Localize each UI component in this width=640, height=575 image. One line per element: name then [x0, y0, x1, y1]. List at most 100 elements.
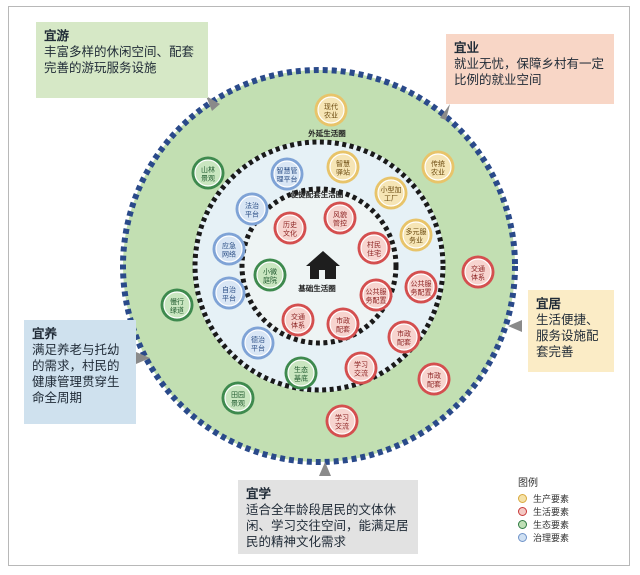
arrow-ye — [440, 104, 450, 120]
legend-dot-production — [518, 494, 527, 503]
legend: 图例 生产要素 生活要素 生态要素 治理要素 — [518, 474, 622, 544]
node-small-processing: 小型加工厂 — [374, 176, 408, 210]
node-face — [360, 234, 388, 262]
node-face — [390, 323, 418, 351]
node-face — [215, 235, 243, 263]
legend-item-ecology: 生态要素 — [518, 518, 622, 531]
callout-yixue-text: 适合全年龄段居民的文体休闲、学习交往空间，能满足居民的精神文化需求 — [246, 502, 409, 549]
node-municipal-facilities-3: 市政配套 — [417, 362, 451, 396]
node-transport-system-east: 交通体系 — [461, 255, 495, 289]
node-face — [464, 258, 492, 286]
node-face — [163, 291, 191, 319]
callout-yiyang: 宜养 满足养老与托幼的需求，村民的健康管理贯穿生命全周期 — [24, 320, 136, 424]
core-ring-border — [239, 186, 399, 346]
legend-title: 图例 — [518, 478, 538, 489]
node-face — [287, 359, 315, 387]
node-label: 智慧管理平台 — [277, 166, 298, 184]
node-municipal-facilities: 市政配套 — [326, 307, 360, 341]
node-face — [244, 329, 272, 357]
callout-yixue: 宜学 适合全年龄段居民的文体休闲、学习交往空间，能满足居民的精神文化需求 — [238, 480, 418, 554]
node-diversified-services: 多元服务业 — [399, 218, 433, 252]
node-label: 交通体系 — [471, 264, 485, 282]
node-emergency-network: 应急网络 — [212, 232, 246, 266]
node-face — [215, 279, 243, 307]
callout-arrows — [136, 96, 522, 476]
node-label: 生态基底 — [294, 365, 308, 383]
node-smart-station: 智慧驿站 — [326, 150, 360, 184]
node-label: 风貌管控 — [333, 210, 347, 228]
node-face — [362, 281, 390, 309]
node-label: 自治平台 — [222, 285, 236, 303]
callout-yixue-title: 宜学 — [246, 486, 272, 501]
home-icon — [306, 251, 340, 279]
node-face — [256, 261, 284, 289]
callout-yiye-title: 宜业 — [454, 40, 480, 55]
callout-yiyang-text: 满足养老与托幼的需求，村民的健康管理贯穿生命全周期 — [32, 342, 120, 405]
node-label: 法治平台 — [245, 201, 259, 219]
node-pastoral-landscape: 田园景观 — [221, 381, 255, 415]
node-face — [326, 204, 354, 232]
node-face — [329, 310, 357, 338]
node-public-services-2: 公共服务配置 — [404, 270, 438, 304]
arrow-ju — [508, 320, 522, 332]
node-label: 村民住宅 — [367, 240, 381, 258]
node-label: 山林景观 — [201, 165, 215, 183]
node-label: 小型加工厂 — [381, 185, 402, 203]
node-traditional-agriculture: 传统农业 — [421, 150, 455, 184]
legend-label-ecology: 生态要素 — [533, 521, 570, 531]
node-label: 应急网络 — [222, 241, 236, 259]
node-face — [377, 179, 405, 207]
node-ecological-base: 生态基底 — [284, 356, 318, 390]
node-label: 历史文化 — [283, 220, 297, 238]
node-slow-trail: 慢行绿道 — [160, 288, 194, 322]
node-smart-management: 智慧管理平台 — [270, 157, 304, 191]
callout-yiyou-text: 丰富多样的休闲空间、配套完善的游玩服务设施 — [44, 44, 195, 75]
node-face — [238, 195, 266, 223]
node-label: 现代农业 — [324, 102, 338, 120]
node-learning-exchange: 学习交流 — [344, 351, 378, 385]
legend-label-living: 生活要素 — [533, 508, 570, 518]
node-face — [224, 384, 252, 412]
callout-yiyou: 宜游 丰富多样的休闲空间、配套完善的游玩服务设施 — [36, 22, 208, 98]
node-municipal-facilities-2: 市政配套 — [387, 320, 421, 354]
node-label: 交通体系 — [291, 312, 305, 330]
node-face — [317, 96, 345, 124]
node-face — [194, 159, 222, 187]
callout-yiju: 宜居 生活便捷、服务设施配套完善 — [528, 290, 614, 372]
middle-ring-label: 便捷配套生活圈 — [291, 189, 344, 199]
node-rule-of-law: 法治平台 — [235, 192, 269, 226]
outer-ring-label: 外延生活圈 — [308, 128, 346, 138]
callout-yiye-text: 就业无忧，保障乡村有一定比例的就业空间 — [454, 56, 605, 87]
node-label: 学习交流 — [354, 360, 368, 378]
node-label: 智慧驿站 — [336, 159, 350, 177]
legend-dot-ecology — [518, 520, 527, 529]
node-public-services: 公共服务配置 — [359, 278, 393, 312]
arrow-yang — [136, 352, 150, 364]
arrow-xue — [319, 462, 331, 476]
callout-yiju-text: 生活便捷、服务设施配套完善 — [536, 312, 599, 359]
node-label: 慢行绿道 — [170, 297, 184, 315]
middle-ring-border — [192, 139, 446, 393]
node-face — [284, 306, 312, 334]
node-face — [347, 354, 375, 382]
node-micro-garden: 小微庭院 — [253, 258, 287, 292]
node-customs-control: 风貌管控 — [323, 201, 357, 235]
node-label: 市政配套 — [397, 329, 411, 347]
node-label: 德治平台 — [251, 335, 265, 353]
node-forest-landscape: 山林景观 — [191, 156, 225, 190]
callout-yiyang-title: 宜养 — [32, 326, 58, 341]
node-face — [328, 407, 356, 435]
node-label: 传统农业 — [431, 159, 445, 177]
node-label: 小微庭院 — [263, 267, 277, 285]
figure-frame — [8, 6, 630, 566]
node-transport-system: 交通体系 — [281, 303, 315, 337]
legend-item-production: 生产要素 — [518, 492, 622, 505]
node-label: 多元服务业 — [406, 227, 427, 245]
node-label: 学习交流 — [335, 413, 349, 431]
node-face — [276, 214, 304, 242]
node-face — [273, 160, 301, 188]
core-ring-label: 基础生活圈 — [297, 283, 336, 293]
node-label: 市政配套 — [336, 316, 350, 334]
